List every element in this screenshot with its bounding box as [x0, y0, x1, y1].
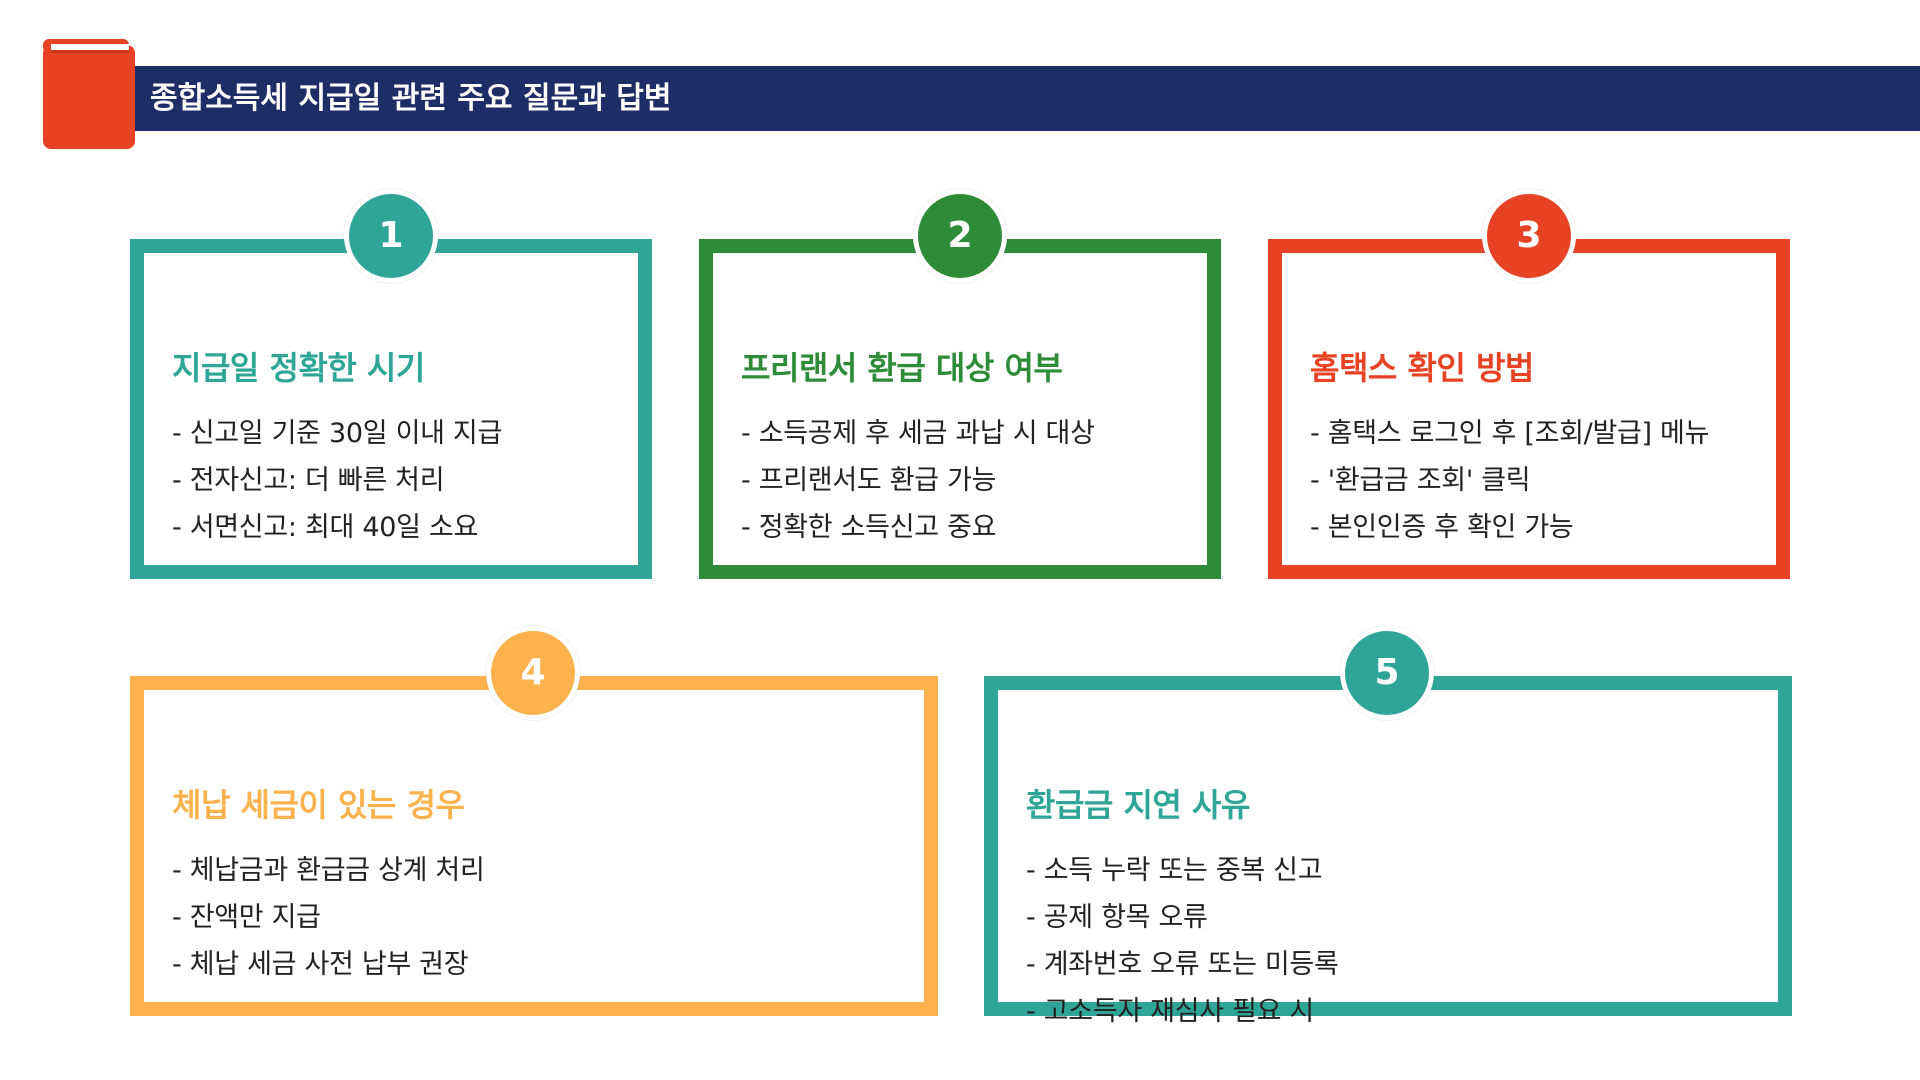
list-item: - 고소득자 재심사 필요 시 — [1026, 996, 1314, 1027]
list-item: - 체납금과 환급금 상계 처리 — [172, 855, 485, 886]
number-badge: 3 — [1482, 189, 1576, 283]
list-item: - 체납 세금 사전 납부 권장 — [172, 949, 469, 980]
number-badge: 1 — [344, 189, 438, 283]
list-item: - 서면신고: 최대 40일 소요 — [172, 512, 478, 543]
card-list: - 체납금과 환급금 상계 처리 - 잔액만 지급 - 체납 세금 사전 납부 … — [172, 847, 485, 988]
card-title: 환급금 지연 사유 — [1026, 786, 1250, 824]
number-badge: 5 — [1340, 626, 1434, 720]
card-list: - 소득공제 후 세금 과납 시 대상 - 프리랜서도 환급 가능 - 정확한 … — [741, 410, 1095, 551]
card-list: - 홈택스 로그인 후 [조회/발급] 메뉴 - '환급금 조회' 클릭 - 본… — [1310, 410, 1709, 551]
card-2: 프리랜서 환급 대상 여부 - 소득공제 후 세금 과납 시 대상 - 프리랜서… — [699, 239, 1221, 579]
list-item: - 정확한 소득신고 중요 — [741, 512, 997, 543]
card-3: 홈택스 확인 방법 - 홈택스 로그인 후 [조회/발급] 메뉴 - '환급금 … — [1268, 239, 1790, 579]
list-item: - 프리랜서도 환급 가능 — [741, 465, 997, 496]
card-title: 체납 세금이 있는 경우 — [172, 786, 465, 824]
book-icon — [43, 39, 135, 149]
list-item: - 홈택스 로그인 후 [조회/발급] 메뉴 — [1310, 418, 1710, 449]
header-bar — [129, 66, 1920, 131]
card-list: - 신고일 기준 30일 이내 지급 - 전자신고: 더 빠른 처리 - 서면신… — [172, 410, 502, 551]
card-title: 홈택스 확인 방법 — [1310, 349, 1534, 387]
list-item: - 본인인증 후 확인 가능 — [1310, 512, 1574, 543]
card-4: 체납 세금이 있는 경우 - 체납금과 환급금 상계 처리 - 잔액만 지급 -… — [130, 676, 938, 1016]
card-1: 지급일 정확한 시기 - 신고일 기준 30일 이내 지급 - 전자신고: 더 … — [130, 239, 652, 579]
list-item: - 소득공제 후 세금 과납 시 대상 — [741, 418, 1095, 449]
list-item: - '환급금 조회' 클릭 — [1310, 465, 1531, 496]
list-item: - 잔액만 지급 — [172, 902, 321, 933]
list-item: - 신고일 기준 30일 이내 지급 — [172, 418, 503, 449]
page-title: 종합소득세 지급일 관련 주요 질문과 답변 — [150, 81, 672, 116]
card-title: 프리랜서 환급 대상 여부 — [741, 349, 1063, 387]
list-item: - 계좌번호 오류 또는 미등록 — [1026, 949, 1339, 980]
list-item: - 전자신고: 더 빠른 처리 — [172, 465, 445, 496]
card-5: 환급금 지연 사유 - 소득 누락 또는 중복 신고 - 공제 항목 오류 - … — [984, 676, 1792, 1027]
card-list: - 소득 누락 또는 중복 신고 - 공제 항목 오류 - 계좌번호 오류 또는… — [1026, 847, 1339, 1035]
number-badge: 4 — [486, 626, 580, 720]
list-item: - 소득 누락 또는 중복 신고 — [1026, 855, 1323, 886]
card-title: 지급일 정확한 시기 — [172, 349, 425, 387]
number-badge: 2 — [913, 189, 1007, 283]
list-item: - 공제 항목 오류 — [1026, 902, 1208, 933]
